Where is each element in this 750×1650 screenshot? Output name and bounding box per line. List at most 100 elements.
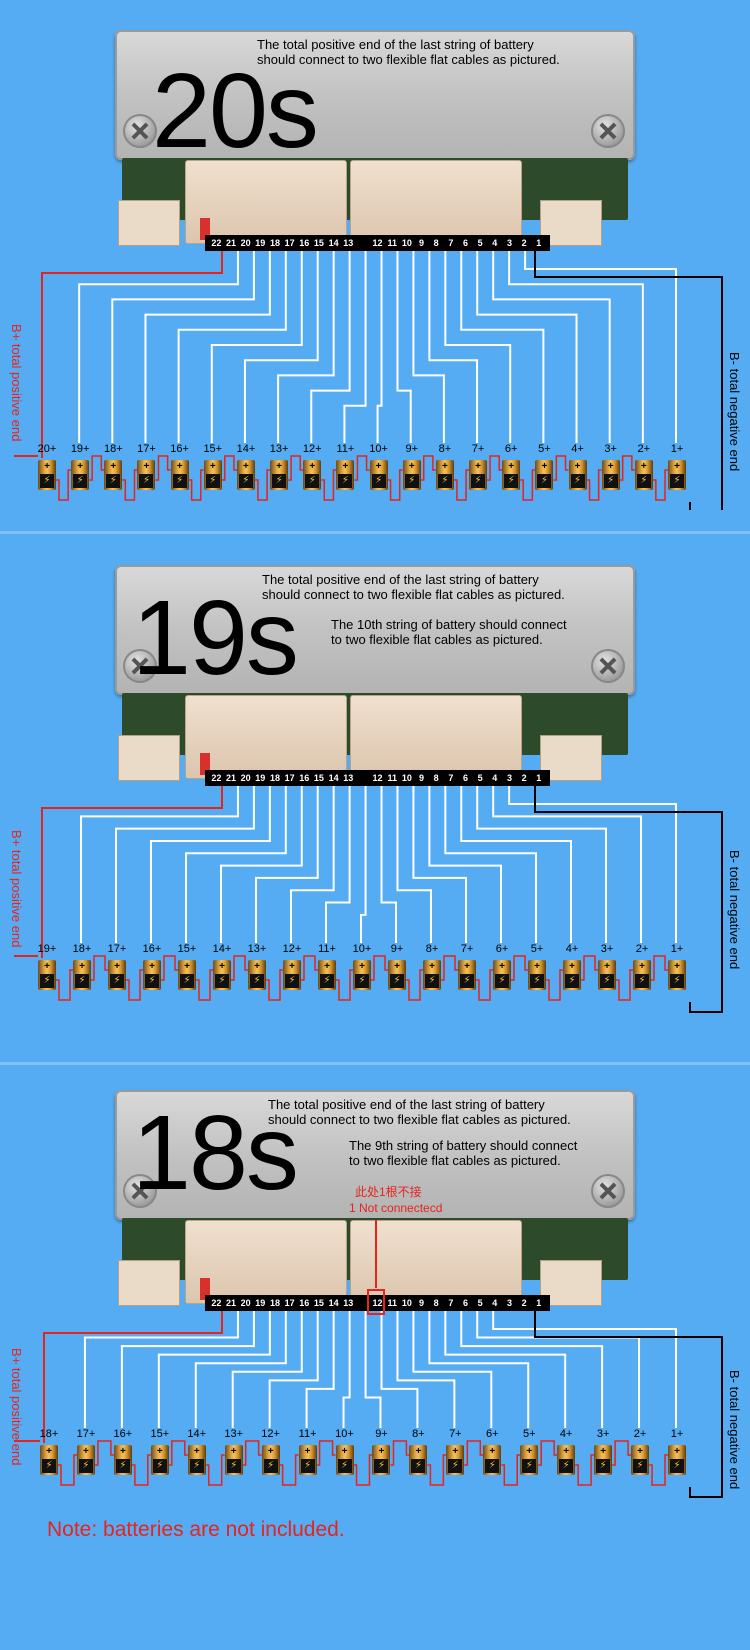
side-connector-right — [540, 735, 602, 781]
series-link — [441, 955, 458, 981]
sense-wire — [277, 251, 335, 443]
side-connector-right — [540, 200, 602, 246]
cell-label: 10+ — [352, 943, 372, 955]
screw-icon — [591, 649, 625, 683]
plus-icon: + — [289, 961, 295, 972]
battery-cell-icon: +⚡ — [170, 460, 189, 490]
battery-cell-icon: +⚡ — [668, 1445, 686, 1475]
plus-icon: + — [156, 1446, 163, 1457]
plus-icon: + — [149, 961, 155, 972]
sense-wire — [444, 251, 512, 443]
plus-icon: + — [359, 961, 365, 972]
battery-cell-icon: +⚡ — [73, 960, 91, 990]
bolt-icon: ⚡ — [670, 974, 684, 988]
cell-label: 2+ — [635, 943, 649, 955]
bolt-icon: ⚡ — [115, 1459, 130, 1473]
battery-cell-icon: +⚡ — [298, 1445, 317, 1475]
battery-cell-icon: +⚡ — [372, 1445, 391, 1475]
series-link — [279, 1454, 299, 1486]
sense-wire — [80, 786, 239, 943]
cell-label: 3+ — [600, 943, 614, 955]
side-connector-left — [118, 735, 180, 781]
plus-icon: + — [508, 461, 515, 472]
b-minus-label: B- total negative end — [727, 1370, 742, 1490]
series-link — [231, 955, 248, 981]
bolt-icon: ⚡ — [285, 974, 299, 988]
bms-cover-plate — [115, 30, 635, 160]
bolt-icon: ⚡ — [250, 974, 264, 988]
bolt-icon: ⚡ — [226, 1459, 241, 1473]
battery-cell-icon: +⚡ — [178, 960, 196, 990]
ribbon-connector-right — [350, 695, 522, 779]
b-plus-label: B+ total positive end — [9, 324, 24, 442]
plus-icon: + — [114, 961, 120, 972]
plus-icon: + — [209, 461, 216, 472]
cell-label: 13+ — [269, 443, 289, 455]
battery-cell-icon: +⚡ — [150, 1445, 169, 1475]
battery-cell-icon: +⚡ — [535, 460, 554, 490]
cell-label: 4+ — [559, 1428, 573, 1440]
bolt-icon: ⚡ — [485, 1459, 500, 1473]
series-link — [487, 455, 503, 481]
sense-wire — [231, 1311, 303, 1428]
sense-wire — [396, 1311, 456, 1428]
cell-label: 18+ — [103, 443, 123, 455]
series-link — [390, 1440, 410, 1466]
ribbon-connector-right — [350, 160, 522, 244]
battery-cell-icon: +⚡ — [668, 960, 686, 990]
plus-icon: + — [526, 1446, 533, 1457]
bolt-icon: ⚡ — [337, 1459, 352, 1473]
series-link — [651, 955, 668, 981]
cell-label: 20+ — [37, 443, 57, 455]
series-link — [511, 955, 528, 981]
bolt-icon: ⚡ — [636, 474, 651, 488]
bolt-icon: ⚡ — [460, 974, 474, 988]
battery-cell-icon: +⚡ — [143, 960, 161, 990]
sense-wire — [460, 786, 572, 943]
cell-label: 7+ — [460, 943, 474, 955]
sense-wire — [290, 786, 335, 943]
bolt-icon: ⚡ — [110, 974, 124, 988]
sense-wire — [524, 251, 677, 443]
series-link — [387, 469, 403, 501]
cell-label: 13+ — [224, 1428, 244, 1440]
battery-cell-icon: +⚡ — [388, 960, 406, 990]
bolt-icon: ⚡ — [40, 974, 54, 988]
series-link — [254, 469, 271, 501]
plus-icon: + — [44, 461, 50, 472]
battery-cell-icon: +⚡ — [402, 460, 421, 490]
bolt-icon: ⚡ — [635, 974, 649, 988]
battery-cell-icon: +⚡ — [303, 460, 322, 490]
series-link — [353, 1454, 373, 1486]
plus-icon: + — [569, 961, 575, 972]
battery-cell-icon: +⚡ — [203, 460, 222, 490]
plus-icon: + — [304, 1446, 311, 1457]
plus-icon: + — [77, 461, 84, 472]
panel-20s: 20s The total positive end of the last s… — [0, 30, 750, 510]
bolt-icon: ⚡ — [565, 974, 579, 988]
battery-cell-icon: +⚡ — [601, 460, 620, 490]
sense-wire — [380, 786, 397, 943]
cell-label: 4+ — [565, 943, 579, 955]
sense-wire — [412, 251, 445, 443]
plus-icon: + — [79, 961, 85, 972]
bolt-icon: ⚡ — [411, 1459, 426, 1473]
screw-icon — [123, 114, 157, 148]
series-link — [406, 969, 423, 1001]
series-link — [321, 469, 337, 501]
plus-icon: + — [243, 461, 249, 472]
sense-wire — [460, 1311, 604, 1428]
cell-label: 12+ — [261, 1428, 280, 1440]
cell-label: 6+ — [504, 443, 518, 455]
plus-icon: + — [429, 961, 435, 972]
bolt-icon: ⚡ — [338, 474, 353, 488]
cell-label: 9+ — [405, 443, 418, 455]
battery-cell-icon: +⚡ — [633, 960, 651, 990]
panel-title: 19s — [132, 579, 299, 697]
plus-icon: + — [408, 461, 415, 472]
sense-wire — [342, 1311, 351, 1428]
sense-wire — [428, 1311, 530, 1428]
sense-wire — [115, 786, 255, 943]
panel-title: 20s — [152, 52, 319, 170]
sense-wire — [220, 786, 303, 943]
